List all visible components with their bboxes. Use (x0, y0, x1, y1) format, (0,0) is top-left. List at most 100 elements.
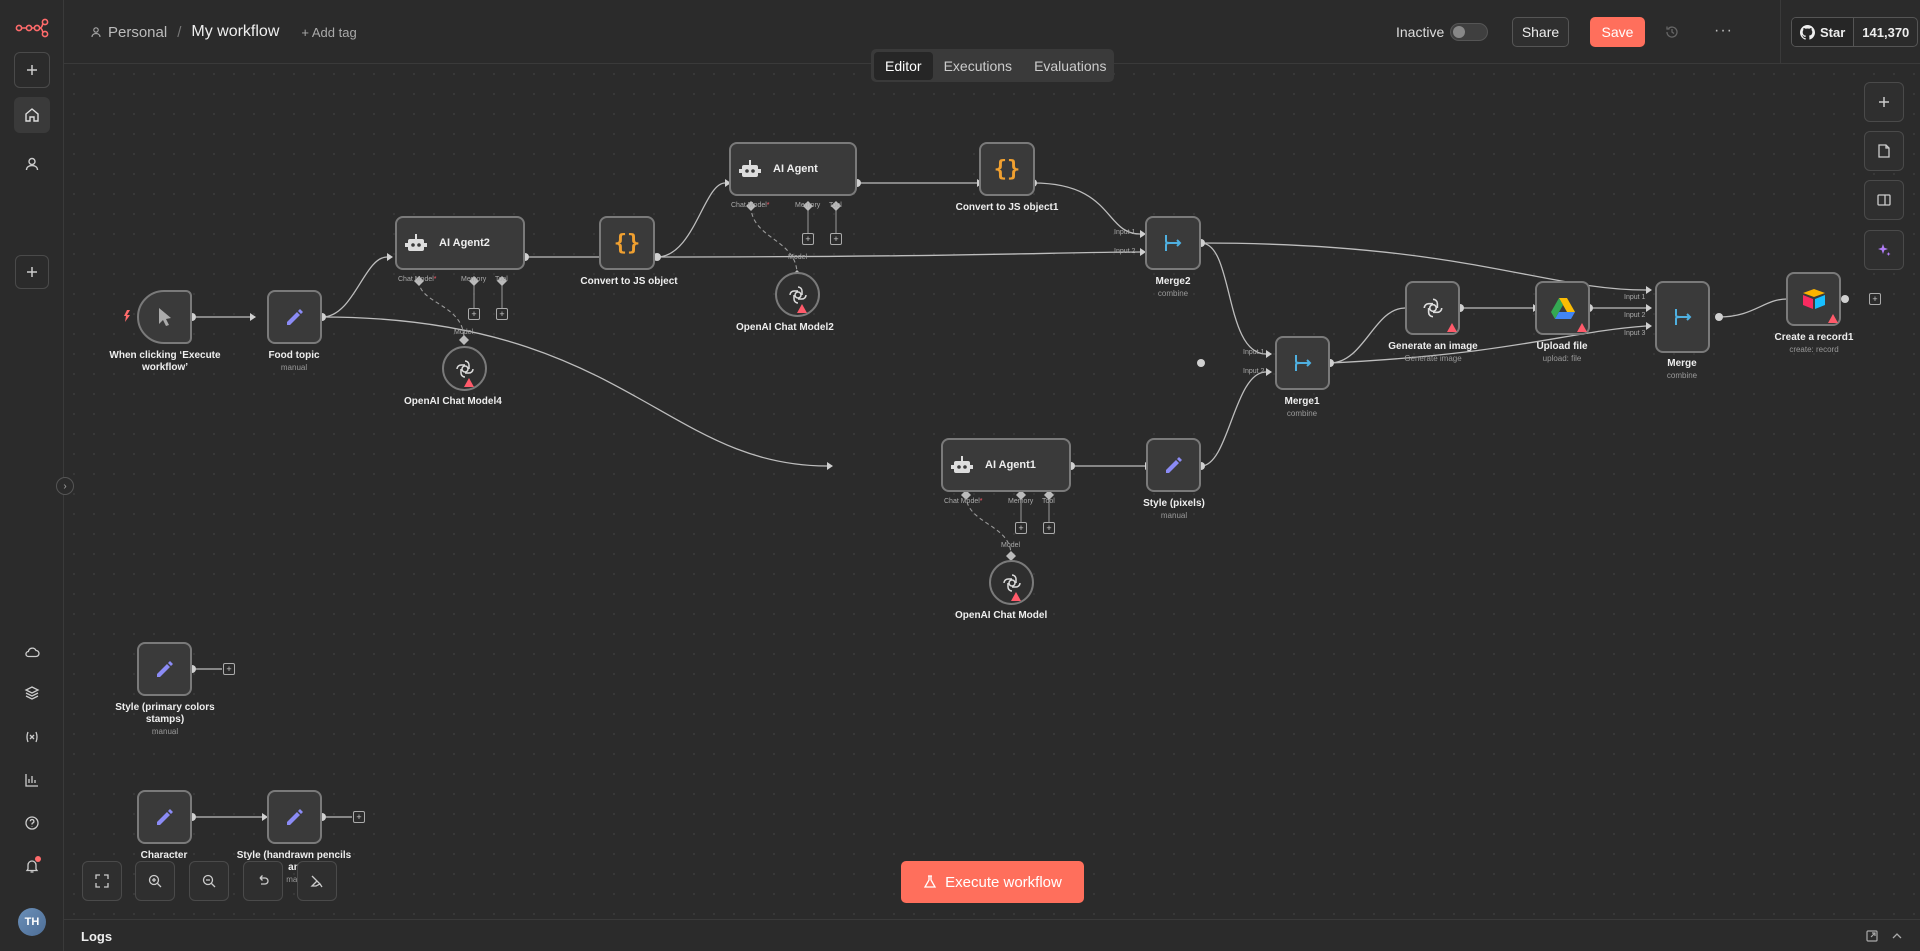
node-ai-agent2[interactable]: AI Agent2 (395, 216, 525, 270)
node-label: Character (140, 850, 188, 861)
tab-evaluations[interactable]: Evaluations (1034, 57, 1107, 74)
node-style-pixels[interactable] (1146, 438, 1201, 492)
github-star-button[interactable]: Star 141,370 (1791, 17, 1919, 47)
execute-workflow-button[interactable]: Execute workflow (901, 861, 1084, 903)
history-icon[interactable] (1664, 24, 1680, 40)
node-generate-image[interactable] (1405, 281, 1460, 335)
chevron-up-icon[interactable] (1890, 929, 1904, 943)
node-openai-chat-model2[interactable] (775, 272, 820, 317)
node-label: When clicking ‘Execute workflow’ (109, 350, 221, 373)
node-label: Merge (1667, 358, 1697, 369)
node-style-primary-colors-stamps[interactable] (137, 642, 192, 696)
zoom-out-icon (202, 874, 216, 888)
node-upload-file[interactable] (1535, 281, 1590, 335)
more-options-icon[interactable]: ··· (1714, 22, 1733, 39)
node-ai-agent1[interactable]: AI Agent1 (941, 438, 1071, 492)
node-label: OpenAI Chat Model2 (736, 322, 834, 333)
handle-label-memory: Memory (795, 202, 821, 209)
ai-assistant-button[interactable] (1864, 230, 1904, 270)
pop-out-icon[interactable] (1865, 929, 1879, 943)
handle-label-input1: Input 1 (1624, 294, 1646, 301)
nav-variables[interactable] (14, 719, 50, 755)
breadcrumb-project[interactable]: Personal (108, 23, 168, 41)
add-tag-button[interactable]: + Add tag (301, 24, 357, 40)
node-openai-chat-model4[interactable] (442, 346, 487, 391)
layers-icon (24, 686, 40, 700)
logs-panel[interactable]: Logs (64, 919, 1920, 951)
handle-label-input1: Input 1 (1114, 229, 1136, 236)
undo-icon (259, 875, 269, 885)
pencil-icon (286, 809, 303, 825)
add-next-node-button[interactable]: + (1869, 293, 1881, 305)
zoom-in-button[interactable] (135, 861, 175, 901)
add-next-node-button[interactable]: + (353, 811, 365, 823)
node-subtitle: upload: file (1542, 354, 1582, 363)
add-project-button[interactable] (15, 255, 49, 289)
node-ai-agent[interactable]: AI Agent (729, 142, 857, 196)
nav-insights[interactable] (14, 762, 50, 798)
add-memory-button[interactable]: + (468, 308, 480, 320)
broom-icon (310, 875, 323, 888)
bell-icon (25, 860, 39, 873)
nav-personal[interactable] (14, 146, 50, 182)
plus-icon (27, 65, 37, 75)
workflow-canvas[interactable]: When clicking ‘Execute workflow’ Food to… (64, 64, 1920, 919)
nav-home[interactable] (14, 97, 50, 133)
node-convert-js-object1[interactable]: {} (979, 142, 1035, 196)
sticky-note-button[interactable] (1864, 131, 1904, 171)
tab-executions[interactable]: Executions (943, 57, 1013, 74)
code-braces-icon: {} (613, 230, 641, 256)
merge-icon (1674, 309, 1691, 325)
node-food-topic[interactable] (267, 290, 322, 344)
tab-editor[interactable]: Editor (874, 51, 933, 80)
code-braces-icon: {} (993, 156, 1021, 182)
node-create-record1[interactable] (1786, 272, 1841, 326)
add-tool-button[interactable]: + (496, 308, 508, 320)
sidebar-expand-button[interactable]: › (56, 477, 74, 495)
handle-label-tool: Tool (829, 202, 842, 209)
node-merge2[interactable] (1145, 216, 1201, 270)
add-next-node-button[interactable]: + (223, 663, 235, 675)
node-openai-chat-model[interactable] (989, 560, 1034, 605)
cursor-icon (158, 308, 171, 326)
handle-label-memory: Memory (1008, 498, 1034, 505)
nav-notifications[interactable] (14, 848, 50, 884)
node-label: Food topic (268, 350, 320, 361)
fit-view-button[interactable] (82, 861, 122, 901)
create-button[interactable] (14, 52, 50, 88)
workflow-name[interactable]: My workflow (191, 23, 280, 40)
node-merge[interactable] (1655, 281, 1710, 353)
toggle-panel-button[interactable] (1864, 180, 1904, 220)
add-tool-button[interactable]: + (830, 233, 842, 245)
nav-templates[interactable] (14, 675, 50, 711)
user-avatar[interactable]: TH (18, 908, 46, 936)
node-subtitle: combine (1157, 289, 1189, 298)
warning-icon (464, 378, 474, 387)
add-node-button[interactable] (1864, 82, 1904, 122)
n8n-logo-icon[interactable] (15, 18, 49, 38)
tidy-up-button[interactable] (297, 861, 337, 901)
breadcrumb-separator: / (177, 23, 182, 41)
undo-button[interactable] (243, 861, 283, 901)
notification-dot (35, 856, 41, 862)
node-manual-trigger[interactable] (137, 290, 192, 344)
zoom-out-button[interactable] (189, 861, 229, 901)
model-connection (750, 205, 798, 275)
nav-help[interactable] (14, 805, 50, 841)
nav-cloud[interactable] (14, 634, 50, 670)
add-memory-button[interactable]: + (1015, 522, 1027, 534)
activation-toggle[interactable] (1450, 23, 1488, 41)
node-subtitle: manual (1160, 511, 1188, 520)
save-button[interactable]: Save (1590, 17, 1645, 47)
node-character[interactable] (137, 790, 192, 844)
node-style-handrawn-pencils[interactable] (267, 790, 322, 844)
flask-icon (924, 875, 937, 888)
share-button[interactable]: Share (1512, 17, 1569, 47)
panel-icon (1877, 194, 1891, 206)
robot-icon (951, 456, 973, 473)
node-convert-js-object[interactable]: {} (599, 216, 655, 270)
add-memory-button[interactable]: + (802, 233, 814, 245)
fullscreen-icon (95, 874, 109, 888)
add-tool-button[interactable]: + (1043, 522, 1055, 534)
node-merge1[interactable] (1275, 336, 1330, 390)
